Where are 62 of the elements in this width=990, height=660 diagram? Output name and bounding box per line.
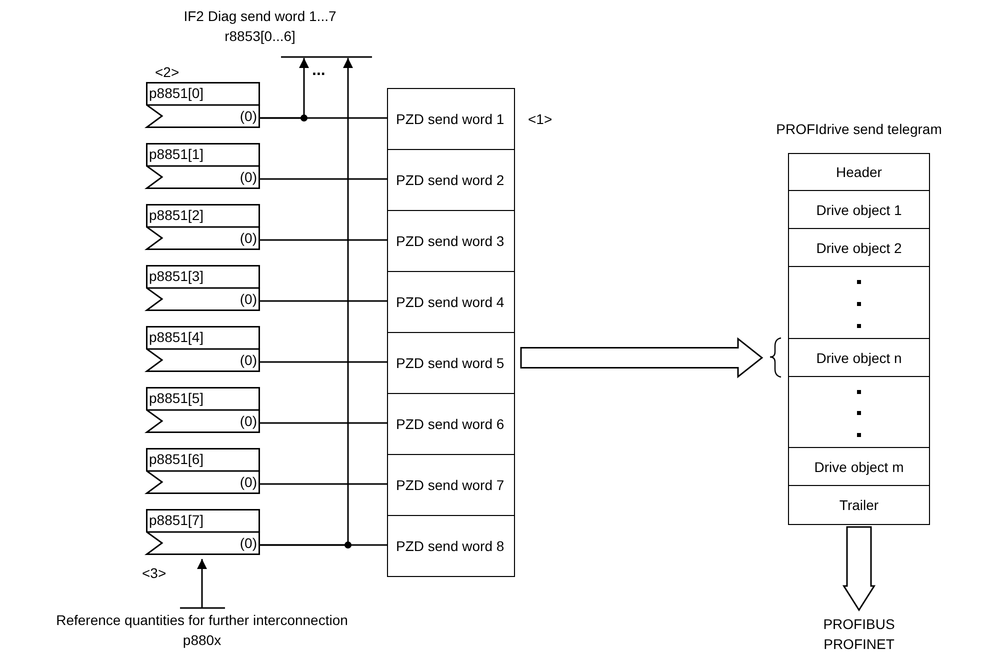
- bus-name: PROFIBUS: [823, 616, 895, 632]
- default-value: (0): [240, 352, 257, 368]
- connector-input-box: [146, 204, 260, 250]
- default-value: (0): [240, 169, 257, 185]
- process-data-word-cell: PZD send word 7: [387, 454, 515, 516]
- hollow-arrow: [520, 337, 764, 378]
- process-data-word-cell: PZD send word 8: [387, 515, 515, 577]
- connector-line: [260, 422, 387, 424]
- ellipsis: ...: [312, 62, 326, 80]
- hollow-arrow: [842, 526, 876, 612]
- footnote-marker: <3>: [142, 565, 166, 581]
- telegram-title: PROFIdrive send telegram: [776, 121, 942, 137]
- connector-line: [260, 239, 387, 241]
- process-data-word-cell: PZD send word 4: [387, 271, 515, 333]
- connector-input-box: [146, 326, 260, 372]
- parameter-number: r8853[0...6]: [224, 28, 296, 44]
- connector-line: [260, 178, 387, 180]
- parameter-label: p8851[5]: [149, 390, 204, 406]
- connector-input-box: [146, 509, 260, 555]
- process-data-word-cell: PZD send word 1: [387, 88, 515, 150]
- arrow: [260, 58, 353, 546]
- default-value: (0): [240, 230, 257, 246]
- parameter-number: p880x: [182, 632, 222, 648]
- bus-name: PROFINET: [824, 636, 894, 652]
- telegram-field: Header: [788, 153, 930, 192]
- process-data-word-cell: PZD send word 5: [387, 332, 515, 394]
- parameter-label: p8851[2]: [149, 207, 204, 223]
- footnote-marker: <1>: [528, 111, 552, 127]
- telegram-field: Drive object 1: [788, 190, 930, 230]
- parameter-label: p8851[4]: [149, 329, 204, 345]
- process-data-word-cell: PZD send word 3: [387, 210, 515, 272]
- connector-line: [260, 361, 387, 363]
- parameter-label: p8851[3]: [149, 268, 204, 284]
- arrow: [260, 58, 309, 119]
- connector-input-box: [146, 143, 260, 189]
- process-data-word-cell: PZD send word 6: [387, 393, 515, 455]
- telegram-field: Trailer: [788, 485, 930, 524]
- default-value: (0): [240, 108, 257, 124]
- arrow: [197, 559, 207, 608]
- telegram-field: Drive object n: [788, 338, 930, 378]
- parameter-label: p8851[1]: [149, 146, 204, 162]
- connector-line: [260, 300, 387, 302]
- telegram-field: Drive object 2: [788, 228, 930, 268]
- telegram-field: [788, 376, 930, 448]
- telegram-field: [788, 266, 930, 340]
- connector-input-box: [146, 265, 260, 311]
- parameter-label: p8851[6]: [149, 451, 204, 467]
- connector-input-box: [146, 82, 260, 128]
- process-data-word-cell: PZD send word 2: [387, 149, 515, 211]
- telegram-field: Drive object m: [788, 447, 930, 486]
- default-value: (0): [240, 291, 257, 307]
- connector-input-box: [146, 387, 260, 433]
- connector-line: [260, 483, 387, 485]
- default-value: (0): [240, 474, 257, 490]
- connector-input-box: [146, 448, 260, 494]
- signal-description: Reference quantities for further interconnection: [56, 612, 348, 628]
- default-value: (0): [240, 413, 257, 429]
- footnote-marker: <2>: [155, 64, 180, 80]
- default-value: (0): [240, 535, 257, 551]
- parameter-label: p8851[0]: [149, 85, 204, 101]
- signal-name: IF2 Diag send word 1...7: [184, 8, 336, 24]
- parameter-label: p8851[7]: [149, 512, 204, 528]
